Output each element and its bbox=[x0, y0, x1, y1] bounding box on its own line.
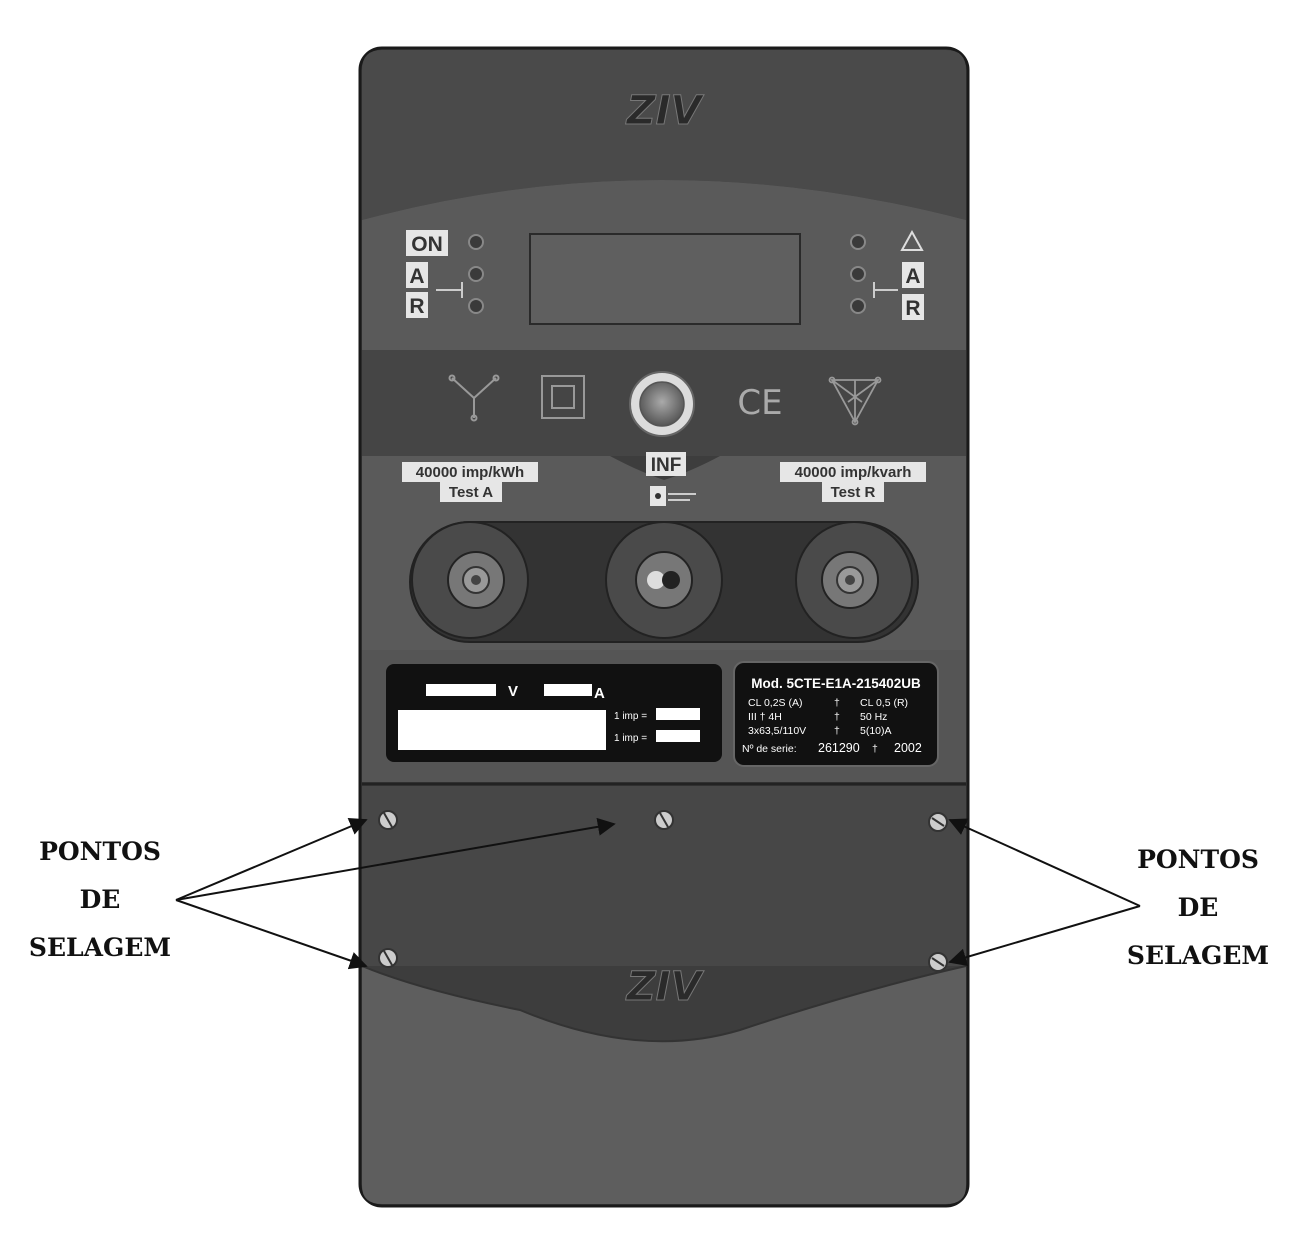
led-label-r-right: R bbox=[905, 297, 920, 320]
test-key-a[interactable] bbox=[411, 521, 529, 639]
svg-text:40000 imp/kvarh: 40000 imp/kvarh bbox=[795, 464, 912, 481]
brand-logo-bottom: ZIV bbox=[625, 964, 705, 1010]
callout-left-line2: DE bbox=[79, 885, 121, 914]
svg-text:†: † bbox=[834, 711, 840, 723]
led-label-on: ON bbox=[411, 233, 443, 256]
led-label-r-left: R bbox=[409, 295, 424, 318]
led-labels-right: A R bbox=[902, 262, 924, 320]
svg-text:1 imp =: 1 imp = bbox=[614, 733, 647, 744]
seal-screw-top-center bbox=[654, 810, 674, 830]
leds-left bbox=[468, 234, 484, 314]
svg-text:5(10)A: 5(10)A bbox=[860, 725, 892, 737]
model-number: Mod. 5CTE-E1A-215402UB bbox=[751, 676, 921, 691]
svg-text:A: A bbox=[594, 685, 605, 702]
svg-text:1 imp =: 1 imp = bbox=[614, 711, 647, 722]
rating-plate: V A 1 imp = 1 imp = bbox=[386, 664, 722, 762]
callout-right-line3: SELAGEM bbox=[1126, 941, 1270, 970]
callout-label-right: PONTOS DE SELAGEM bbox=[1098, 836, 1293, 980]
svg-text:3x63,5/110V: 3x63,5/110V bbox=[748, 725, 806, 737]
seal-screw-top-left bbox=[378, 810, 398, 830]
callout-arrows-right bbox=[948, 818, 1141, 967]
serial-number: 261290 bbox=[818, 741, 860, 755]
svg-text:III † 4H: III † 4H bbox=[748, 711, 782, 723]
seal-screw-top-right bbox=[928, 812, 948, 832]
led-labels-left: ON A R bbox=[406, 230, 448, 318]
svg-text:†: † bbox=[834, 725, 840, 737]
delta-icon bbox=[900, 229, 924, 251]
svg-text:Nº de serie:: Nº de serie: bbox=[742, 743, 797, 755]
network-symbol-icon bbox=[828, 376, 882, 426]
model-plate: Mod. 5CTE-E1A-215402UB CL 0,2S (A) † CL … bbox=[733, 661, 939, 767]
callout-right-line2: DE bbox=[1177, 893, 1219, 922]
svg-text:CL 0,5 (R): CL 0,5 (R) bbox=[860, 697, 908, 709]
star-connection-icon bbox=[448, 374, 500, 422]
inf-button[interactable] bbox=[629, 371, 695, 437]
led-bracket-right bbox=[873, 282, 898, 298]
seal-screw-bottom-left bbox=[378, 948, 398, 968]
svg-text:†: † bbox=[834, 697, 840, 709]
svg-text:50 Hz: 50 Hz bbox=[860, 711, 887, 723]
year: 2002 bbox=[894, 741, 922, 755]
svg-text:40000 imp/kWh: 40000 imp/kWh bbox=[416, 464, 524, 481]
led-label-a-left: A bbox=[409, 265, 424, 288]
svg-text:CL 0,2S (A): CL 0,2S (A) bbox=[748, 697, 802, 709]
callout-left-line3: SELAGEM bbox=[28, 933, 172, 962]
svg-text:†: † bbox=[872, 743, 878, 755]
led-label-a-right: A bbox=[905, 265, 920, 288]
svg-text:V: V bbox=[508, 683, 518, 700]
selector-key[interactable] bbox=[605, 521, 723, 639]
svg-text:Test R: Test R bbox=[831, 484, 876, 501]
led-bracket-left bbox=[436, 282, 463, 298]
optical-port-icon bbox=[650, 486, 696, 506]
svg-text:Test A: Test A bbox=[449, 484, 493, 501]
seal-screws bbox=[378, 810, 948, 972]
test-r-label: 40000 imp/kvarh Test R bbox=[780, 462, 926, 502]
callout-label-left: PONTOS DE SELAGEM bbox=[0, 828, 200, 972]
inf-label: INF bbox=[651, 455, 682, 476]
callout-right-line1: PONTOS bbox=[1137, 845, 1259, 874]
callout-arrows-left bbox=[175, 817, 616, 970]
seal-screw-bottom-right bbox=[928, 952, 948, 972]
lcd-display bbox=[529, 233, 801, 325]
test-key-r[interactable] bbox=[795, 521, 913, 639]
leds-right bbox=[850, 234, 866, 314]
callout-left-line1: PONTOS bbox=[39, 837, 161, 866]
ce-mark-icon: CE bbox=[737, 383, 782, 423]
test-a-label: 40000 imp/kWh Test A bbox=[402, 462, 538, 502]
double-insulation-icon bbox=[541, 375, 585, 419]
brand-logo-top: ZIV bbox=[625, 88, 705, 134]
